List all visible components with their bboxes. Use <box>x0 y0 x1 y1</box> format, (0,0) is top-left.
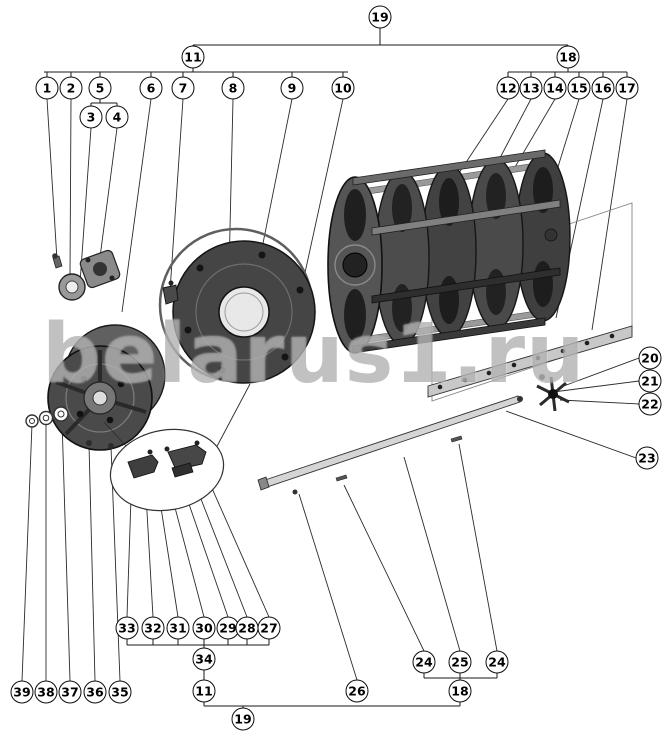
callout-3: 3 <box>79 105 103 129</box>
callout-36: 36 <box>83 680 107 704</box>
callout-24-left: 24 <box>412 650 436 674</box>
callout-39: 39 <box>10 680 34 704</box>
callout-18-bottom: 18 <box>448 679 472 703</box>
callout-25: 25 <box>448 650 472 674</box>
callout-6: 6 <box>139 76 163 100</box>
callout-9: 9 <box>280 76 304 100</box>
callout-10: 10 <box>331 76 355 100</box>
drum-shaft <box>257 395 523 495</box>
callout-34: 34 <box>192 647 216 671</box>
lock-bracket <box>162 280 179 305</box>
bearing-flange-housing <box>79 249 121 289</box>
callout-22: 22 <box>638 392 662 416</box>
callout-18-top: 18 <box>556 45 580 69</box>
callout-20: 20 <box>638 346 662 370</box>
callout-24-right: 24 <box>485 650 509 674</box>
callout-5: 5 <box>88 76 112 100</box>
callout-35: 35 <box>108 680 132 704</box>
callout-27: 27 <box>257 616 281 640</box>
callout-23: 23 <box>635 446 659 470</box>
drive-pulley <box>47 324 166 451</box>
callout-38: 38 <box>34 680 58 704</box>
callout-21: 21 <box>638 369 662 393</box>
callout-2: 2 <box>59 76 83 100</box>
callout-33: 33 <box>115 616 139 640</box>
callout-12: 12 <box>496 76 520 100</box>
callout-15: 15 <box>567 76 591 100</box>
magnifier-detail <box>103 383 251 512</box>
callout-17: 17 <box>615 76 639 100</box>
washers <box>25 406 69 428</box>
bracket-lines <box>44 28 628 708</box>
callout-11-bottom: 11 <box>192 679 216 703</box>
callout-13: 13 <box>519 76 543 100</box>
callout-1: 1 <box>35 76 59 100</box>
threshing-drum <box>327 149 571 354</box>
callout-7: 7 <box>171 76 195 100</box>
callout-19-top: 19 <box>368 5 392 29</box>
callout-29: 29 <box>216 616 240 640</box>
bearing <box>58 273 86 301</box>
spider-beater <box>536 374 570 412</box>
callout-26: 26 <box>345 679 369 703</box>
mounting-bolt <box>52 253 63 269</box>
callout-4: 4 <box>105 105 129 129</box>
callout-16: 16 <box>591 76 615 100</box>
callout-11-top: 11 <box>181 45 205 69</box>
callout-14: 14 <box>543 76 567 100</box>
leader-lines <box>21 98 640 682</box>
callout-28: 28 <box>235 616 259 640</box>
callout-32: 32 <box>141 616 165 640</box>
beater-bar <box>427 325 633 398</box>
callout-37: 37 <box>58 680 82 704</box>
callout-19-bottom: 19 <box>231 707 255 731</box>
callout-30: 30 <box>192 616 216 640</box>
drum-backing-plate <box>158 227 316 384</box>
callout-8: 8 <box>221 76 245 100</box>
callout-31: 31 <box>166 616 190 640</box>
